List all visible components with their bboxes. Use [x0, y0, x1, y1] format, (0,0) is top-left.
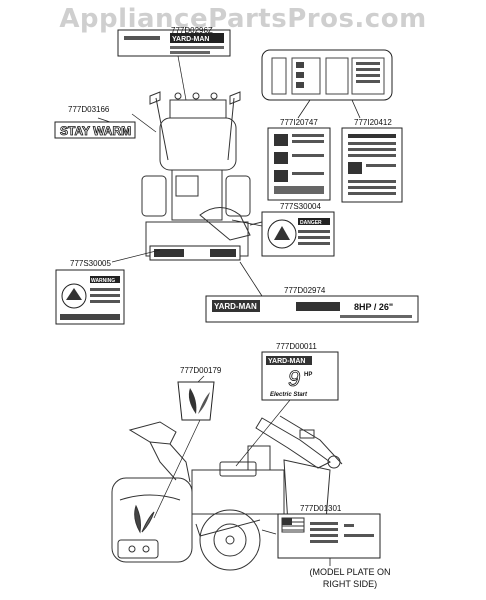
- decal-housing-yard-man: [149, 245, 241, 261]
- decal-text-electric-start: Electric Start: [270, 392, 308, 398]
- decal-777D00011[interactable]: YARD-MAN 9 HP Electric Start: [261, 351, 339, 401]
- decal-text-warning: WARNING: [91, 278, 115, 284]
- part-label[interactable]: 777I20412: [354, 118, 392, 127]
- decal-777D02974[interactable]: YARD-MAN 8HP / 26": [205, 295, 419, 323]
- decal-text-hp-unit: HP: [304, 372, 312, 378]
- snowthrower-side-view: [111, 415, 343, 571]
- model-plate-note: (MODEL PLATE ON RIGHT SIDE): [300, 566, 400, 590]
- model-plate-777D01301[interactable]: [277, 513, 381, 559]
- model-plate-note-line2: RIGHT SIDE): [322, 579, 378, 589]
- decal-777I20412[interactable]: [341, 127, 403, 203]
- part-label[interactable]: 777S30004: [280, 202, 321, 211]
- part-label[interactable]: 777D00179: [180, 366, 222, 375]
- decal-text-stay-warm: STAY WARM: [60, 124, 131, 138]
- decal-777S30005[interactable]: WARNING: [55, 269, 125, 325]
- decal-777I20747[interactable]: [267, 127, 331, 201]
- watermark: AppliancePartsPros.com: [59, 4, 427, 34]
- part-label[interactable]: 777S30005: [70, 259, 111, 268]
- decal-777D0296Z[interactable]: YARD-MAN: [117, 29, 231, 57]
- part-label[interactable]: 777D00011: [276, 342, 317, 351]
- decal-777S30004[interactable]: DANGER: [261, 211, 335, 257]
- part-label[interactable]: 777D01301: [300, 504, 342, 513]
- decal-777D00179[interactable]: [177, 381, 215, 421]
- part-label[interactable]: 777D0296Z: [171, 26, 213, 35]
- decal-text-long-yard-man: YARD-MAN: [214, 302, 257, 311]
- decal-text-hp-yard-man: YARD-MAN: [268, 358, 305, 365]
- decal-text-danger: DANGER: [300, 220, 322, 226]
- decal-control-panel[interactable]: [261, 49, 393, 101]
- part-label[interactable]: 777D03166: [68, 105, 110, 114]
- decal-text-yard-man: YARD-MAN: [172, 36, 209, 43]
- decal-text-hp-speed: 8HP / 26": [354, 302, 393, 312]
- part-label[interactable]: 777D02974: [284, 286, 326, 295]
- decal-text-hp-number: 9: [288, 366, 300, 391]
- part-label[interactable]: 777I20747: [280, 118, 318, 127]
- snowthrower-top-view: [141, 91, 263, 257]
- decal-stay-warm[interactable]: STAY WARM: [54, 121, 136, 139]
- model-plate-note-line1: (MODEL PLATE ON: [309, 567, 391, 577]
